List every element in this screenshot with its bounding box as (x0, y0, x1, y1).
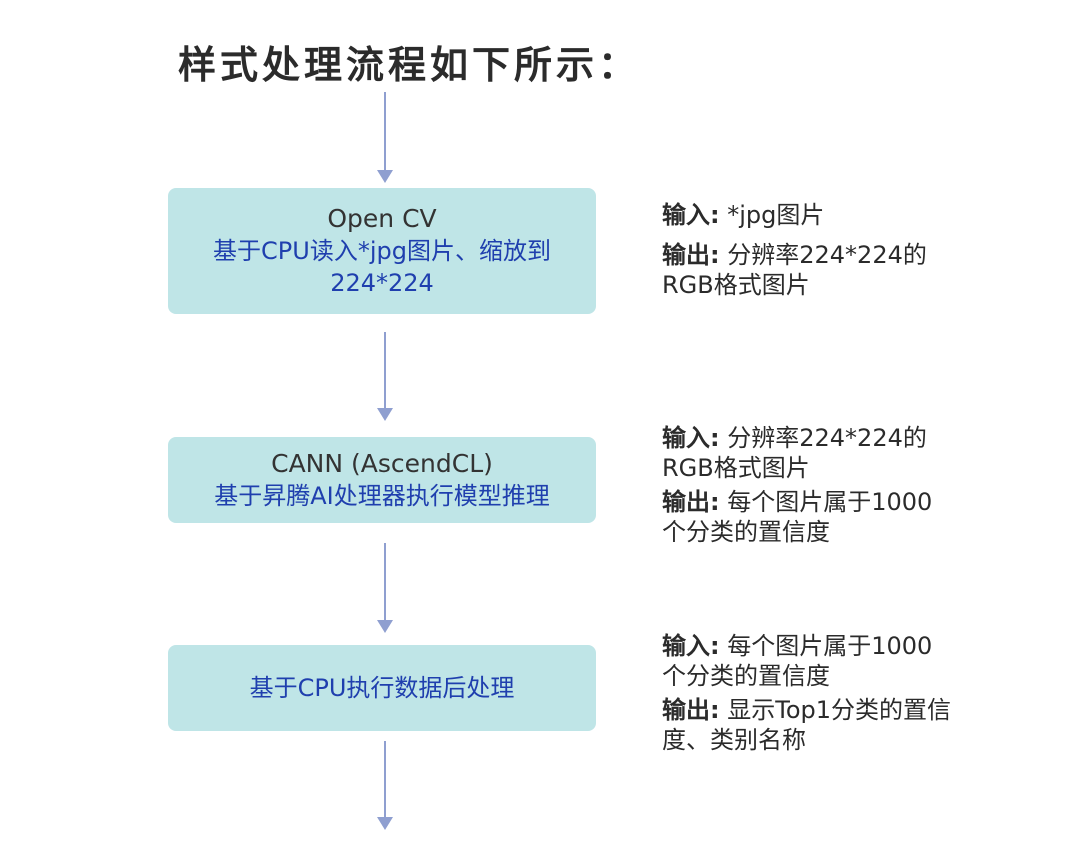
output-text: 显示Top1分类的置信度、类别名称 (662, 696, 952, 754)
step-box-opencv: Open CV 基于CPU读入*jpg图片、缩放到224*224 (168, 188, 596, 314)
step-description: 基于昇腾AI处理器执行模型推理 (214, 482, 550, 510)
input-text: 分辨率224*224的RGB格式图片 (662, 424, 927, 482)
output-label: 输出: (662, 696, 720, 724)
flow-arrow-2-head (377, 408, 393, 421)
step-io-note-3: 输入: 每个图片属于1000个分类的置信度 输出: 显示Top1分类的置信度、类… (662, 631, 952, 765)
step-io-note-2: 输入: 分辨率224*224的RGB格式图片 输出: 每个图片属于1000个分类… (662, 423, 952, 557)
step-heading: Open CV (327, 204, 437, 233)
input-label: 输入: (662, 424, 720, 452)
step-io-note-1: 输入: *jpg图片 输出: 分辨率224*224的RGB格式图片 (662, 200, 952, 310)
step-heading: CANN (AscendCL) (271, 449, 493, 478)
flow-arrow-3-head (377, 620, 393, 633)
flow-arrow-1-head (377, 170, 393, 183)
input-text: *jpg图片 (727, 201, 825, 229)
output-label: 输出: (662, 488, 720, 516)
output-text: 每个图片属于1000个分类的置信度 (662, 488, 933, 546)
step-description: 基于CPU执行数据后处理 (249, 674, 515, 702)
output-text: 分辨率224*224的RGB格式图片 (662, 241, 927, 299)
output-label: 输出: (662, 241, 720, 269)
input-label: 输入: (662, 201, 720, 229)
step-box-cann: CANN (AscendCL) 基于昇腾AI处理器执行模型推理 (168, 437, 596, 523)
step-description: 基于CPU读入*jpg图片、缩放到224*224 (213, 237, 551, 297)
step-box-postprocess: 基于CPU执行数据后处理 (168, 645, 596, 731)
page-title: 样式处理流程如下所示： (178, 43, 641, 87)
flow-arrow-4-head (377, 817, 393, 830)
input-text: 每个图片属于1000个分类的置信度 (662, 632, 933, 690)
input-label: 输入: (662, 632, 720, 660)
